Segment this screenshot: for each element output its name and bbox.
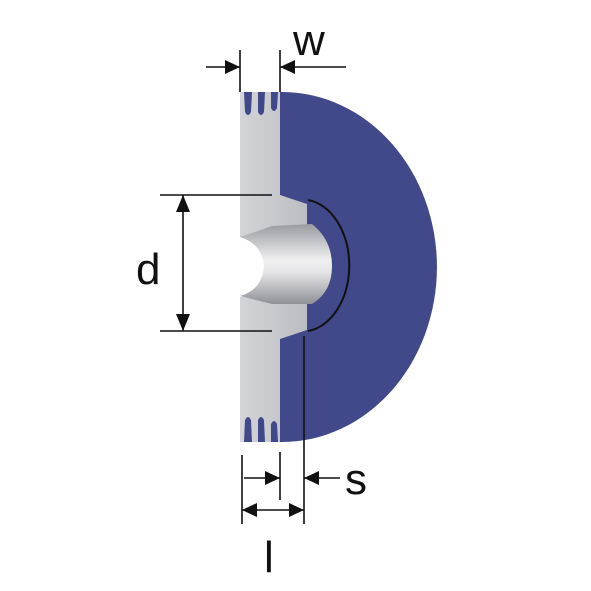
dimension-d	[160, 194, 272, 332]
dimension-l	[241, 455, 304, 524]
bore	[240, 224, 332, 304]
hub-body	[278, 92, 437, 442]
label-w: w	[292, 16, 325, 65]
bottom-grooves	[244, 417, 278, 442]
top-grooves	[244, 92, 278, 115]
label-l: l	[264, 533, 274, 582]
bore-contour-line	[307, 199, 351, 332]
label-s: s	[345, 455, 367, 504]
dimension-s	[244, 336, 340, 524]
label-d: d	[136, 245, 160, 294]
dimension-w	[206, 50, 346, 92]
